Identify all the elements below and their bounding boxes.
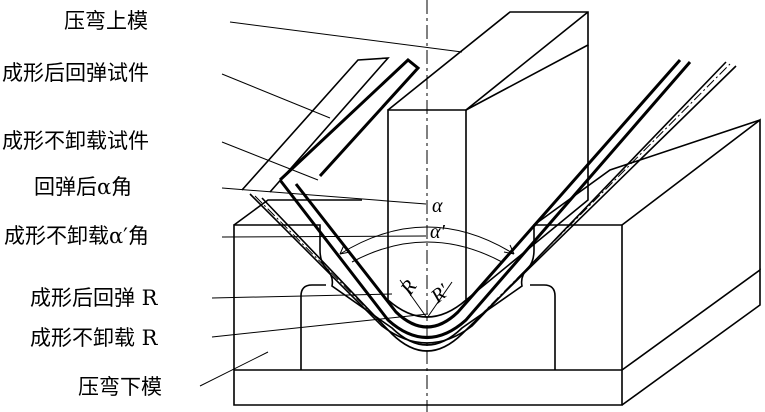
springback-angle-label: 回弹后α角 [34, 175, 132, 199]
unloaded-specimen [278, 58, 692, 339]
r-prime-symbol: R′ [426, 280, 454, 309]
upper-die [387, 11, 589, 318]
springback-specimen [241, 57, 737, 352]
unloaded-radius-label: 成形不卸载 R [30, 326, 159, 350]
unloaded-angle-label: 成形不卸载α′角 [4, 224, 149, 248]
upper-die-label: 压弯上模 [64, 9, 148, 33]
lower-die [233, 118, 761, 406]
springback-radius-label: 成形后回弹 R [30, 286, 159, 310]
springback-part-label: 成形后回弹试件 [2, 61, 149, 85]
alpha-prime-symbol: α′ [430, 221, 445, 243]
r-symbol: R [396, 276, 422, 299]
leader-lines [199, 21, 463, 387]
angle-arcs [339, 226, 515, 263]
radius-markers [399, 279, 453, 319]
lower-die-label: 压弯下模 [78, 375, 162, 399]
unloaded-part-label: 成形不卸载试件 [2, 129, 149, 153]
alpha-symbol: α [432, 195, 443, 217]
